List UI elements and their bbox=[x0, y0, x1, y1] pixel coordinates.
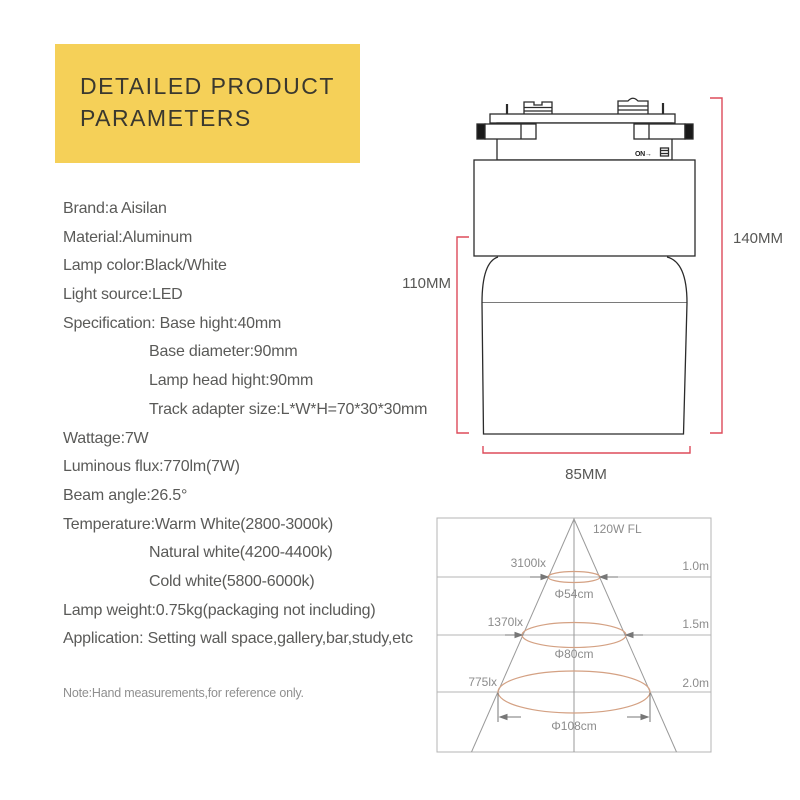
spec-line-material: Material:Aluminum bbox=[63, 228, 193, 246]
lamp-head bbox=[481, 302, 688, 435]
spec-line-head-height: Lamp head hight:90mm bbox=[149, 372, 314, 390]
adapter-lug-right bbox=[633, 123, 694, 140]
lux-label-1m: 3100lx bbox=[511, 556, 546, 570]
spec-line-cold-white: Cold white(5800-6000k) bbox=[149, 572, 315, 590]
lux-label-1-5m: 1370lx bbox=[488, 615, 523, 629]
dim-label-140mm: 140MM bbox=[733, 230, 783, 247]
adapter-lug-left bbox=[476, 123, 537, 140]
diameter-label-1m: Φ54cm bbox=[555, 587, 594, 601]
dim-line-140mm bbox=[710, 97, 723, 434]
spec-line-luminous-flux: Luminous flux:770lm(7W) bbox=[63, 458, 240, 476]
spec-list: Brand:a Aisilan Material:Aluminum Lamp c… bbox=[63, 195, 433, 654]
spec-line-weight: Lamp weight:0.75kg(packaging not includi… bbox=[63, 601, 376, 619]
page-title: DETAILED PRODUCT PARAMETERS bbox=[80, 73, 335, 131]
lamp-technical-drawing: ON→ 110MM 140MM 85MM bbox=[402, 97, 783, 483]
dim-line-85mm bbox=[482, 446, 691, 454]
distance-label-1-5m: 1.5m bbox=[682, 617, 709, 631]
spec-line-brand: Brand:a Aisilan bbox=[63, 200, 167, 217]
switch-indicator-icon bbox=[659, 147, 670, 157]
dim-line-110mm bbox=[456, 236, 469, 434]
spec-line-specification: Specification: Base hight:40mm bbox=[63, 314, 282, 332]
beam-spread-diagram: 120W FL 3100lx 1.0m Φ54cm 1370lx 1.5m Φ8… bbox=[436, 517, 712, 753]
spec-line-natural-white: Natural white(4200-4400k) bbox=[149, 544, 333, 562]
spot-ellipse-2m bbox=[497, 670, 651, 714]
adapter-plate bbox=[489, 113, 676, 124]
spec-line-temperature: Temperature:Warm White(2800-3000k) bbox=[63, 515, 334, 533]
note-text: Note:Hand measurements,for reference onl… bbox=[63, 686, 304, 700]
lamp-dome bbox=[481, 256, 688, 304]
spec-line-base-diameter: Base diameter:90mm bbox=[149, 343, 298, 361]
distance-label-2m: 2.0m bbox=[682, 676, 709, 690]
spec-line-light-source: Light source:LED bbox=[63, 286, 183, 304]
adapter-clip-right bbox=[617, 97, 649, 114]
switch-on-label: ON→ bbox=[635, 151, 652, 158]
lamp-cylinder bbox=[473, 159, 696, 257]
adapter-clip-left bbox=[523, 101, 553, 114]
beam-source-label: 120W FL bbox=[593, 522, 642, 536]
diameter-label-2m: Φ108cm bbox=[551, 719, 597, 733]
title-banner: DETAILED PRODUCT PARAMETERS bbox=[55, 44, 360, 163]
spec-line-wattage: Wattage:7W bbox=[63, 429, 149, 447]
diameter-label-1-5m: Φ80cm bbox=[555, 647, 594, 661]
lux-label-2m: 775lx bbox=[468, 675, 497, 689]
dimension-lines bbox=[456, 97, 723, 454]
dim-label-85mm: 85MM bbox=[565, 466, 607, 483]
dim-label-110mm: 110MM bbox=[402, 275, 451, 292]
track-adapter bbox=[476, 97, 694, 161]
spec-line-lamp-color: Lamp color:Black/White bbox=[63, 257, 227, 275]
distance-label-1m: 1.0m bbox=[682, 559, 709, 573]
lamp-body bbox=[473, 159, 696, 435]
spec-line-beam-angle: Beam angle:26.5° bbox=[63, 486, 188, 504]
diameter-arrows bbox=[497, 573, 651, 722]
spec-line-application: Application: Setting wall space,gallery,… bbox=[63, 630, 413, 648]
spec-line-adapter-size: Track adapter size:L*W*H=70*30*30mm bbox=[149, 400, 428, 418]
